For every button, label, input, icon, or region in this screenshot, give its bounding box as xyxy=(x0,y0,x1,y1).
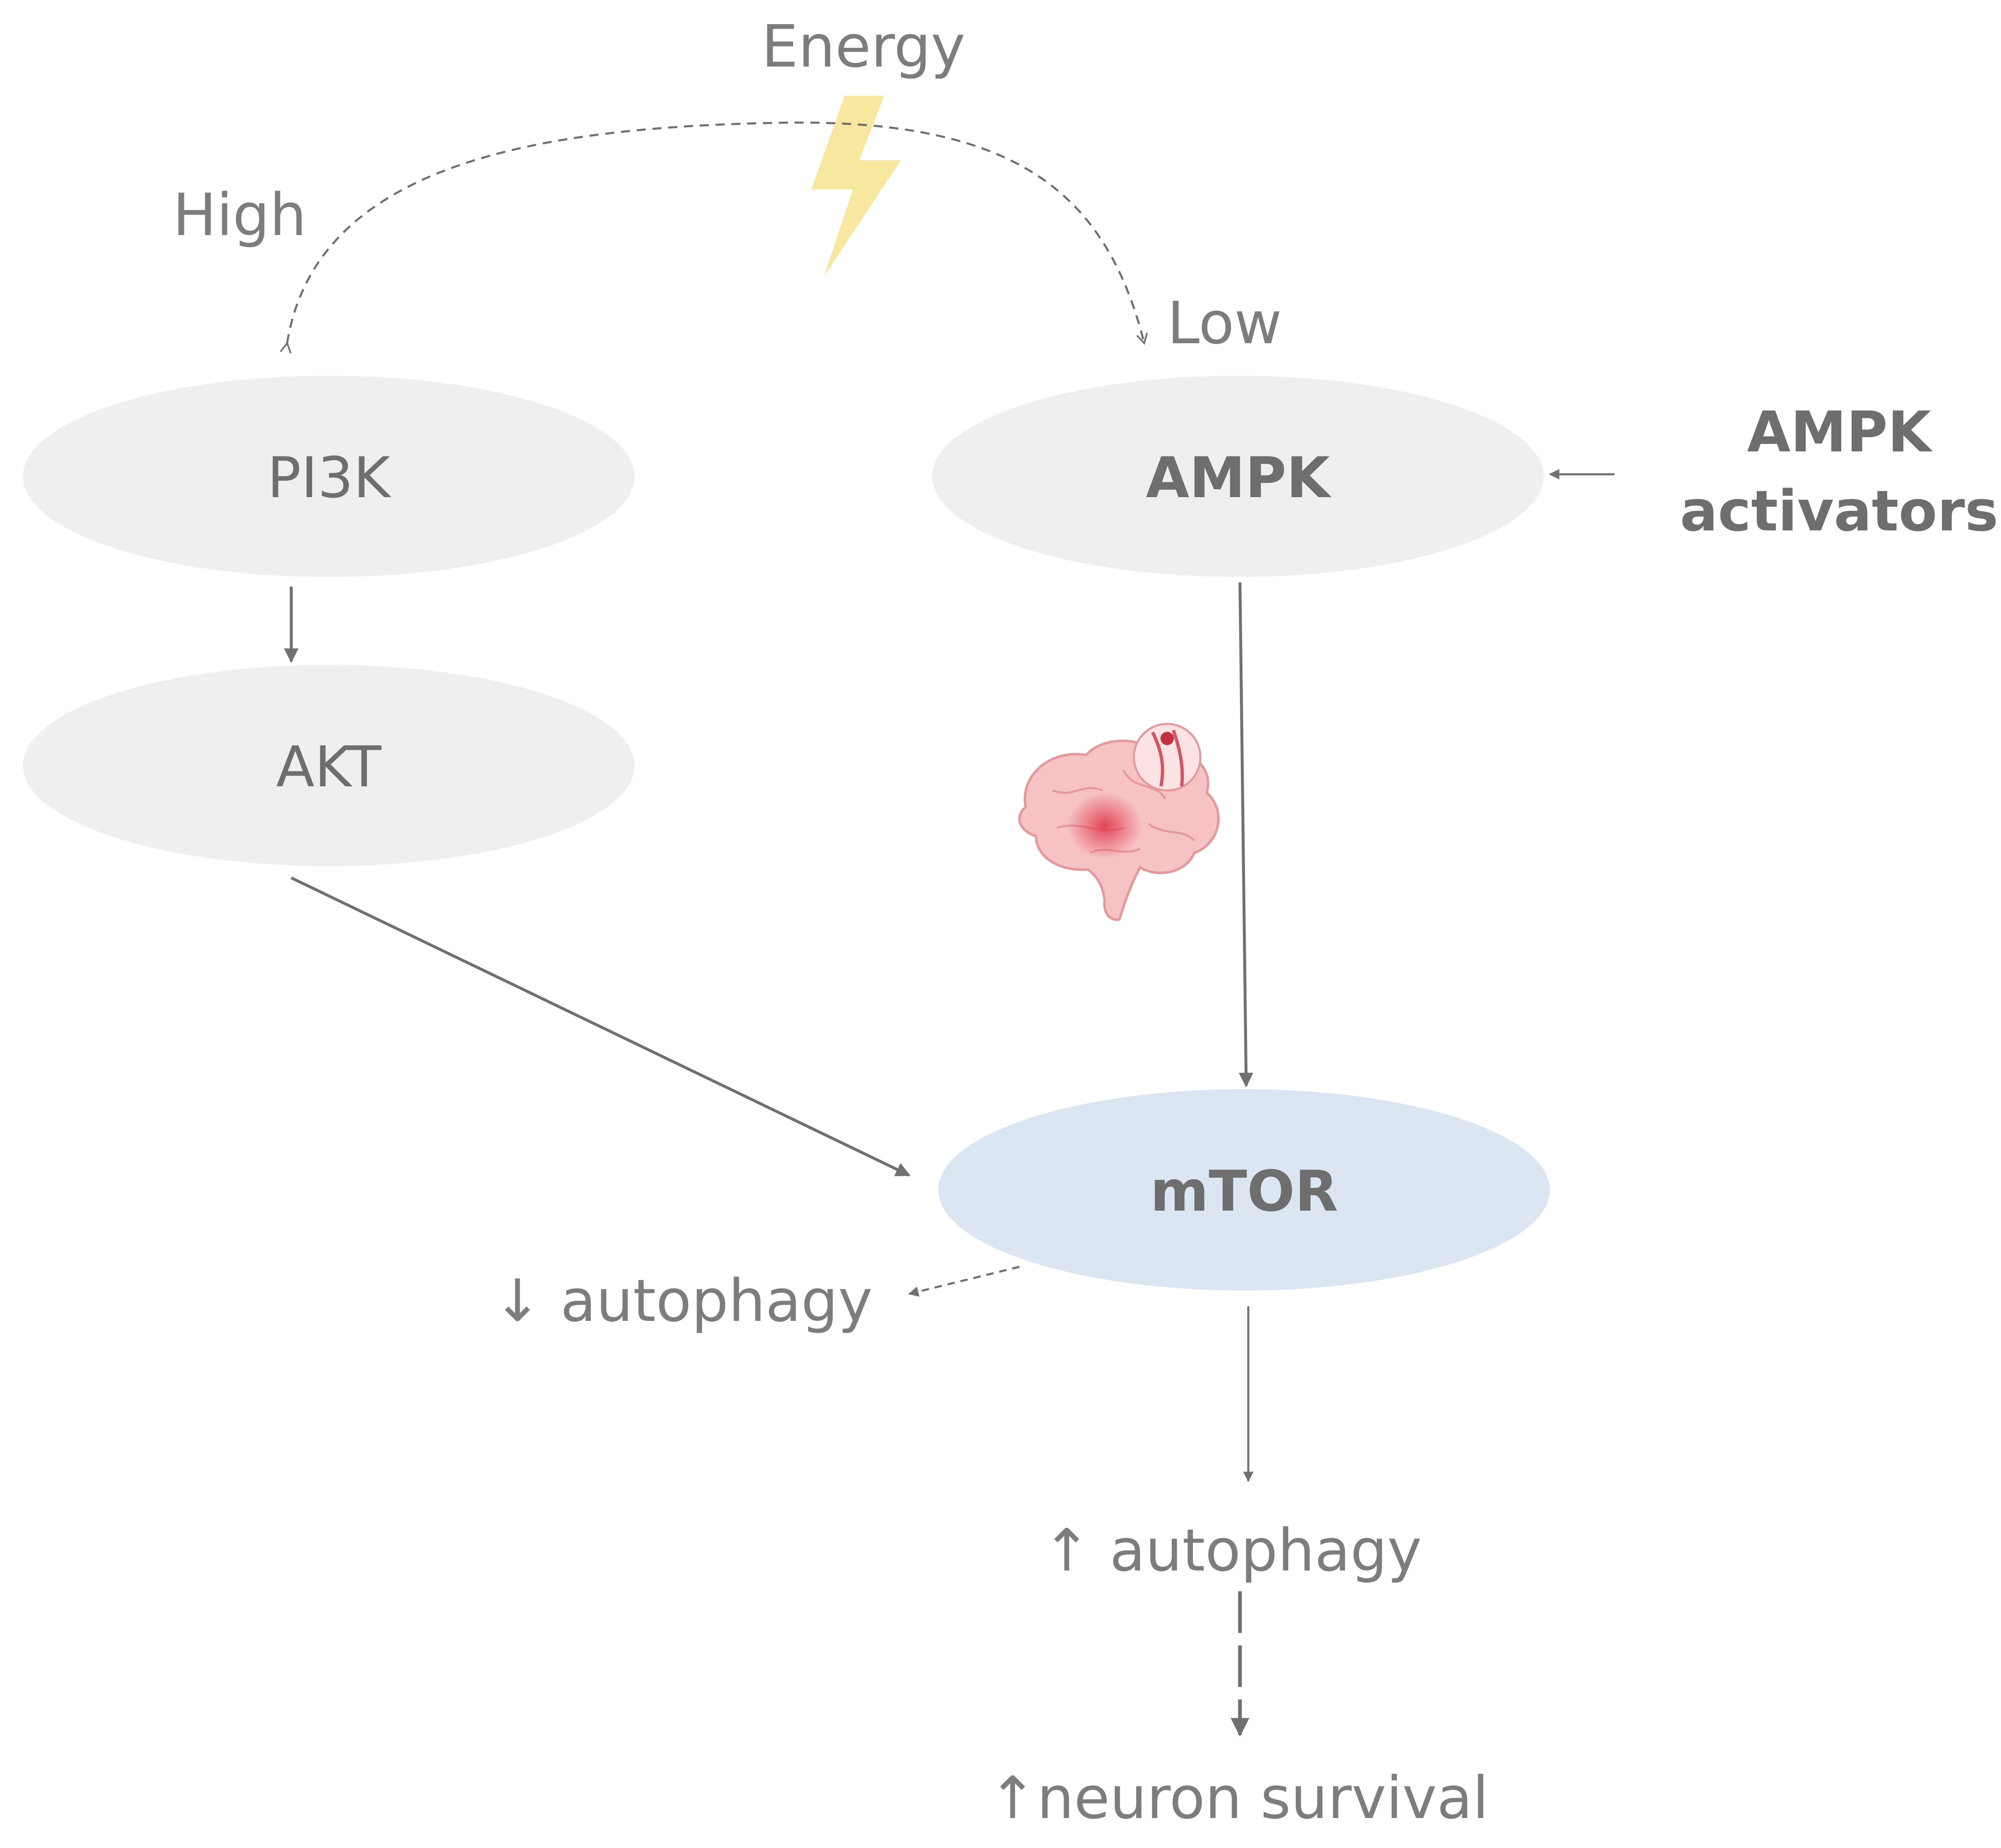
ampk-node xyxy=(932,376,1544,577)
energy-label: Energy xyxy=(761,13,965,81)
pi3k-label: PI3K xyxy=(267,445,392,510)
vessel-inset-icon xyxy=(1133,723,1202,792)
autophagy-down-label: ↓ autophagy xyxy=(493,1267,873,1335)
ampk-label: AMPK xyxy=(1146,445,1332,510)
pi3k-node xyxy=(23,376,635,577)
high-label: High xyxy=(173,181,307,249)
akt-node xyxy=(23,665,635,866)
autophagy-up-label: ↑ autophagy xyxy=(1042,1517,1422,1585)
neuron-survival-label: ↑neuron survival xyxy=(988,1764,1489,1832)
energy-arc xyxy=(280,121,1148,354)
ampk-activators-line2: activators xyxy=(1680,478,1998,544)
ampk-to-mtor-arrow xyxy=(1238,582,1254,1087)
akt-label: AKT xyxy=(276,734,382,800)
ampk-activators-line1: AMPK xyxy=(1747,399,1933,465)
akt-to-mtor-arrow xyxy=(290,876,911,1177)
mtor-node xyxy=(938,1089,1550,1291)
mtor-to-autophagy-down-arrow xyxy=(908,1266,1020,1297)
mtor-label: mTOR xyxy=(1150,1159,1338,1224)
lightning-icon xyxy=(811,96,901,277)
low-label: Low xyxy=(1167,290,1282,357)
